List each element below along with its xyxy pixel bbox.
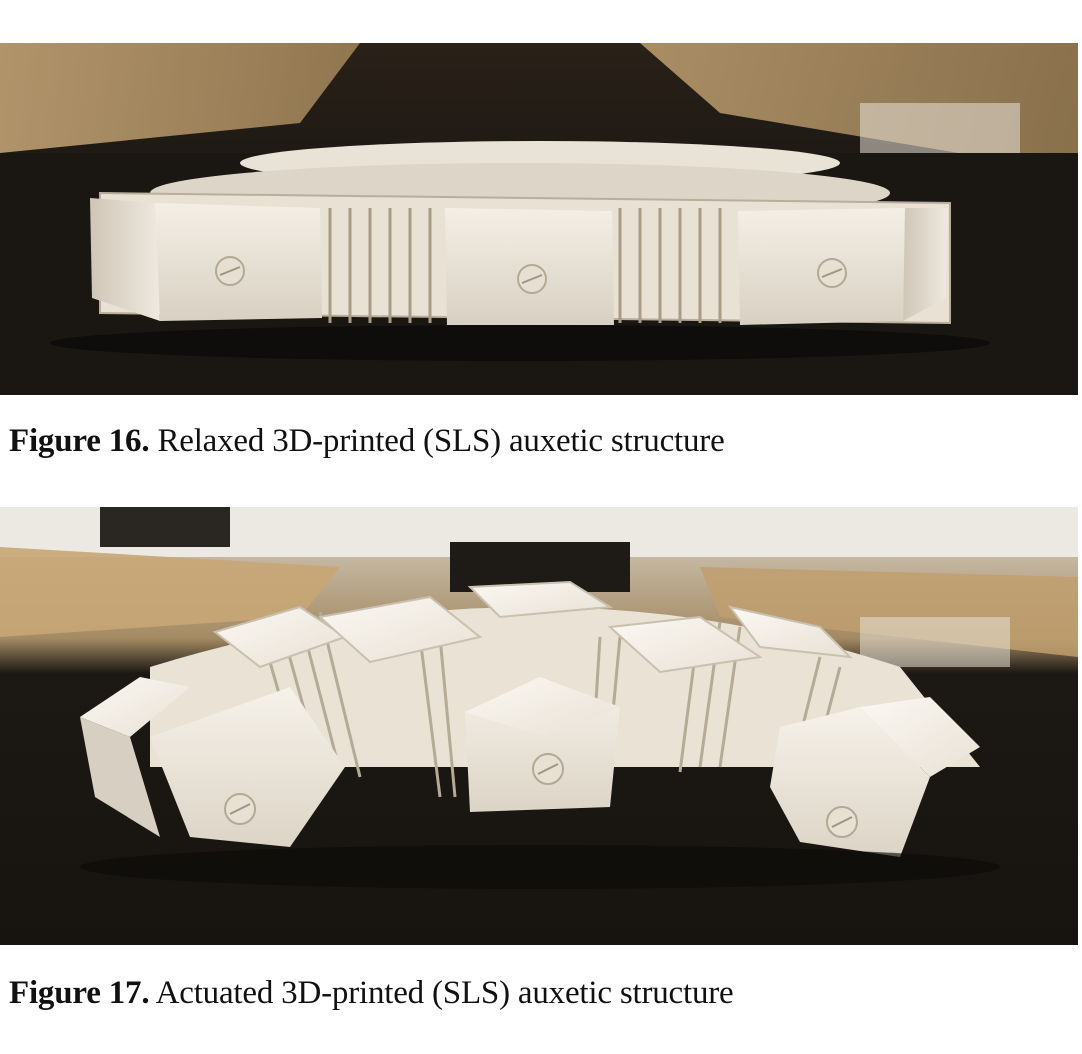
figure-16-photo — [0, 43, 1078, 395]
figure-17-caption: Figure 17. Actuated 3D-printed (SLS) aux… — [9, 973, 734, 1013]
figure-16-caption: Figure 16. Relaxed 3D-printed (SLS) auxe… — [9, 421, 725, 461]
figure-17-photo — [0, 507, 1078, 945]
figure-16-label: Figure 16. — [9, 423, 150, 459]
figure-16-caption-text: Relaxed 3D-printed (SLS) auxetic structu… — [149, 423, 725, 459]
figure-17-caption-text: Actuated 3D-printed (SLS) auxetic struct… — [149, 975, 734, 1011]
figure-17-label: Figure 17. — [9, 975, 150, 1011]
